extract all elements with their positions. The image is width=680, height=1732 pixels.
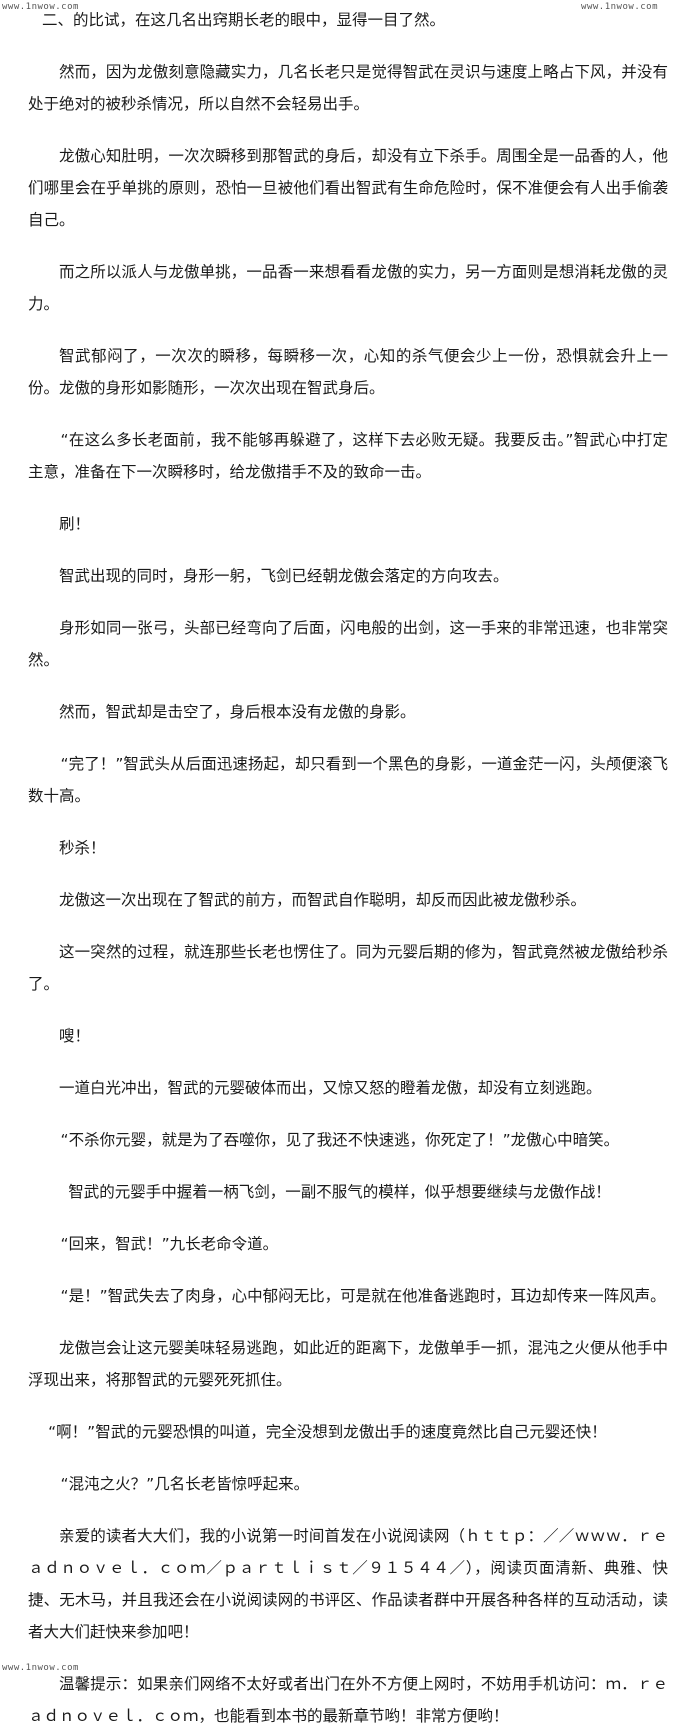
- paragraph-7: 刷！: [59, 515, 91, 533]
- watermark-top-left: www.1nwow.com: [2, 2, 79, 12]
- paragraph-25-tip: 温馨提示：如果亲们网络不太好或者出门在外不方便上网时，不妨用手机访问：ｍ．ｒｅａ…: [28, 1675, 668, 1725]
- paragraph-14: 这一突然的过程，就连那些长老也愣住了。同为元婴后期的修为，智武竟然被龙傲给秒杀了…: [28, 943, 668, 993]
- paragraph-18: 智武的元婴手中握着一柄飞剑，一副不服气的模样，似乎想要继续与龙傲作战！: [68, 1183, 611, 1201]
- paragraph-9: 身形如同一张弓，头部已经弯向了后面，闪电般的出剑，这一手来的非常迅速，也非常突然…: [28, 619, 668, 669]
- paragraph-1: 二、的比试，在这几名出窍期长老的眼中，显得一目了然。: [41, 11, 445, 29]
- paragraph-8: 智武出现的同时，身形一躬，飞剑已经朝龙傲会落定的方向攻去。: [59, 567, 509, 585]
- paragraph-17: “不杀你元婴，就是为了吞噬你，见了我还不快速逃，你死定了！”龙傲心中暗笑。: [60, 1131, 620, 1149]
- paragraph-13: 龙傲这一次出现在了智武的前方，而智武自作聪明，却反而因此被龙傲秒杀。: [59, 891, 587, 909]
- paragraph-24-promo: 亲爱的读者大大们，我的小说第一时间首发在小说阅读网（ｈｔｔｐ：／／ｗｗｗ．ｒｅａ…: [28, 1527, 668, 1641]
- paragraph-20: “是！”智武失去了肉身，心中郁闷无比，可是就在他准备逃跑时，耳边却传来一阵风声。: [60, 1287, 666, 1305]
- paragraph-10: 然而，智武却是击空了，身后根本没有龙傲的身影。: [59, 703, 416, 721]
- paragraph-3: 龙傲心知肚明，一次次瞬移到那智武的身后，却没有立下杀手。周围全是一品香的人，他们…: [28, 147, 668, 229]
- paragraph-23: “混沌之火？”几名长老皆惊呼起来。: [60, 1475, 310, 1493]
- watermark-top-right: www.1nwow.com: [581, 2, 658, 12]
- paragraph-6: “在这么多长老面前，我不能够再躲避了，这样下去必败无疑。我要反击。”智武心中打定…: [28, 431, 668, 481]
- paragraph-4: 而之所以派人与龙傲单挑，一品香一来想看看龙傲的实力，另一方面则是想消耗龙傲的灵力…: [28, 263, 668, 313]
- chapter-body: 二、的比试，在这几名出窍期长老的眼中，显得一目了然。 然而，因为龙傲刻意隐藏实力…: [28, 4, 668, 1732]
- paragraph-11: “完了！”智武头从后面迅速扬起，却只看到一个黑色的身影，一道金茫一闪，头颅便滚飞…: [28, 755, 668, 805]
- watermark-bottom-left: www.1nwow.com: [2, 1663, 79, 1673]
- paragraph-15: 嗖！: [59, 1027, 91, 1045]
- paragraph-21: 龙傲岂会让这元婴美味轻易逃跑，如此近的距离下，龙傲单手一抓，混沌之火便从他手中浮…: [28, 1339, 668, 1389]
- paragraph-12: 秒杀！: [59, 839, 106, 857]
- paragraph-16: 一道白光冲出，智武的元婴破体而出，又惊又怒的瞪着龙傲，却没有立刻逃跑。: [59, 1079, 602, 1097]
- paragraph-22: “啊！”智武的元婴恐惧的叫道，完全没想到龙傲出手的速度竟然比自己元婴还快！: [48, 1423, 607, 1441]
- paragraph-5: 智武郁闷了，一次次的瞬移，每瞬移一次，心知的杀气便会少上一份，恐惧就会升上一份。…: [28, 347, 668, 397]
- paragraph-19: “回来，智武！”九长老命令道。: [60, 1235, 279, 1253]
- paragraph-2: 然而，因为龙傲刻意隐藏实力，几名长老只是觉得智武在灵识与速度上略占下风，并没有处…: [28, 63, 668, 113]
